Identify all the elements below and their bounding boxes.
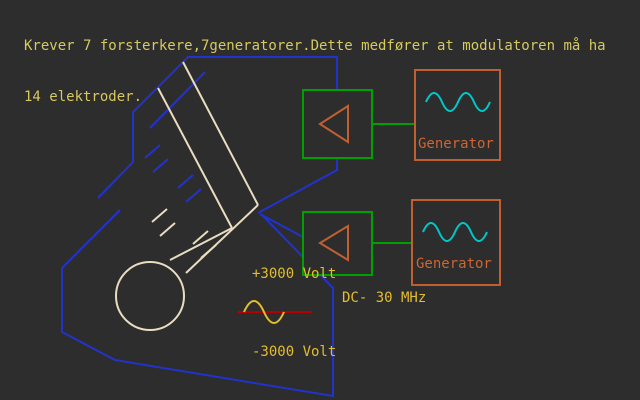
electrode-mark (177, 174, 194, 189)
tube-outline-upper (97, 56, 338, 214)
tube-to-amp2-wire (259, 213, 304, 238)
tube-inner-wall (149, 71, 206, 129)
electrode-mark (151, 208, 168, 223)
electrode-marks-blue (144, 144, 202, 203)
generator-box-2 (411, 199, 501, 286)
sine-wave-icon (425, 92, 491, 112)
generator-box-1 (414, 69, 501, 161)
electrode-mark (185, 188, 202, 203)
electrode-mark (200, 244, 217, 259)
title-line-2: 14 elektroder. (24, 89, 143, 105)
amplifier-triangle-icon (318, 224, 349, 262)
electrode-mark (144, 144, 161, 159)
beam-cone-line (185, 204, 259, 274)
beam-cone-line (169, 227, 233, 261)
electrode-mark (152, 158, 169, 173)
collector-circle (115, 261, 185, 331)
minus-voltage-label: -3000 Volt (252, 344, 337, 360)
modulation-sine-icon (243, 300, 285, 324)
beam-line (157, 87, 233, 229)
frequency-label: DC- 30 MHz (342, 290, 427, 306)
title-text: Krever 7 forsterkere,7generatorer.Dette … (24, 4, 606, 140)
generator-2-label: Generator (416, 256, 492, 272)
tube-outline-lower (61, 209, 334, 398)
sine-wave-icon (422, 222, 488, 242)
amplifier-box-2 (302, 211, 373, 276)
electrode-mark (159, 222, 176, 237)
title-line-1: Krever 7 forsterkere,7generatorer.Dette … (24, 38, 606, 54)
plus-voltage-label: +3000 Volt (252, 266, 337, 282)
amplifier-triangle-icon (318, 104, 349, 144)
electron-gun (115, 61, 259, 331)
electrode-mark (192, 230, 209, 245)
generator-1-label: Generator (418, 136, 494, 152)
beam-line (182, 61, 259, 206)
amplifier-box-1 (302, 89, 373, 159)
